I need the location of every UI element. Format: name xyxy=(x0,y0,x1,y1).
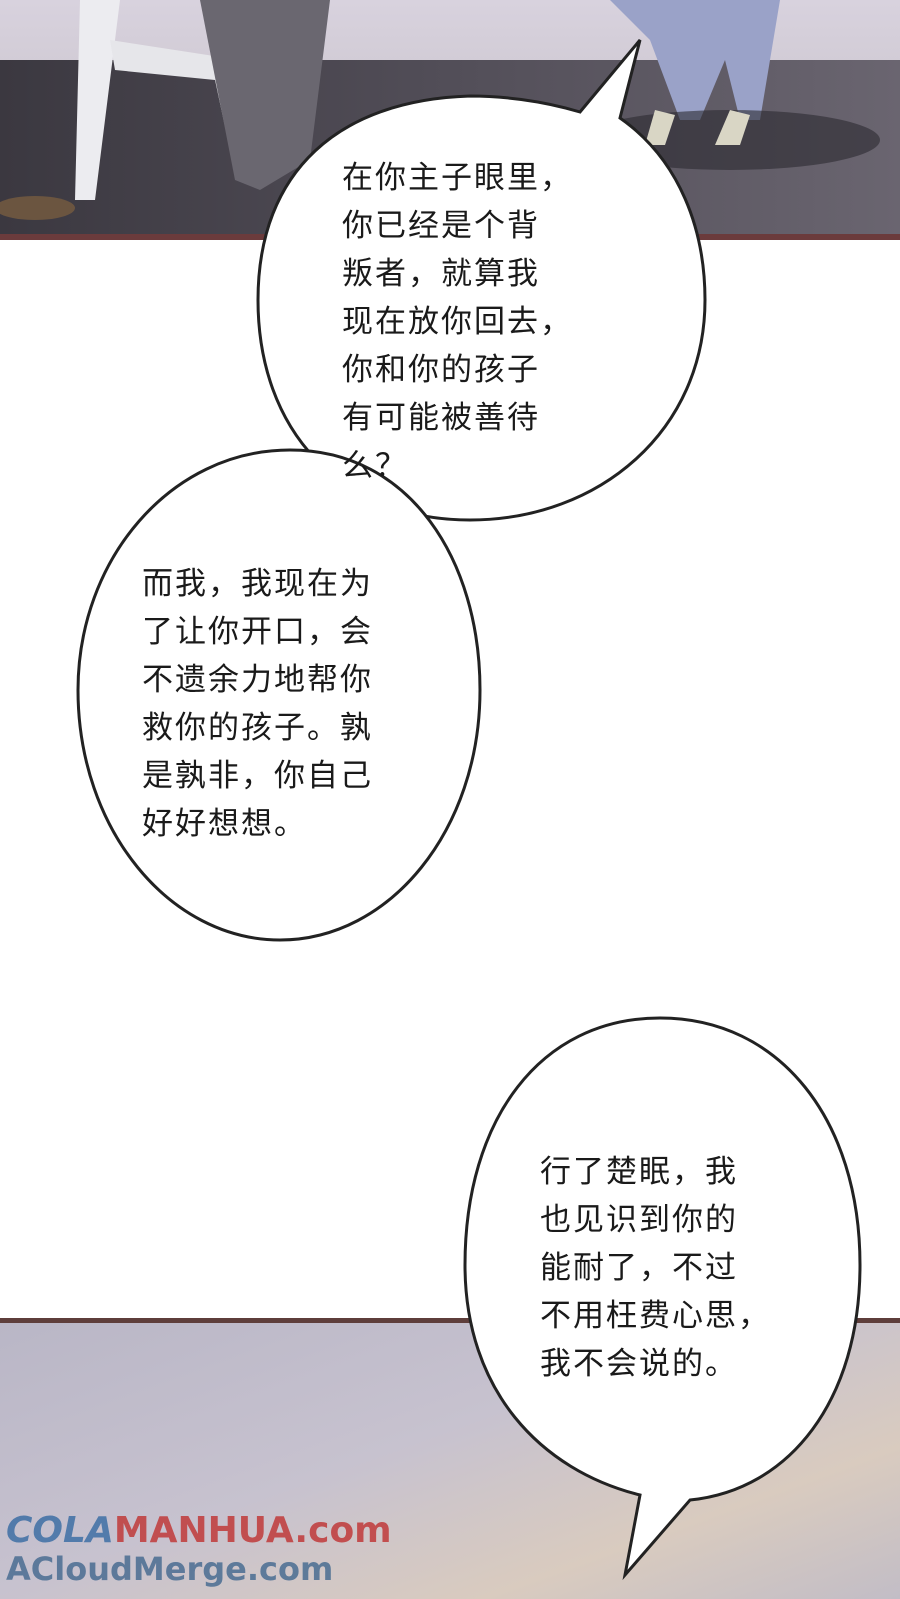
bubble-2-text: 而我，我现在为 了让你开口，会 不遗余力地帮你 救你的孩子。孰 是孰非，你自己 … xyxy=(142,566,373,842)
bubble-1-text: 在你主子眼里， 你已经是个背 叛者，就算我 现在放你回去， 你和你的孩子 有可能… xyxy=(342,160,573,484)
speech-bubble-3 xyxy=(463,1016,862,1581)
panel-border xyxy=(0,1318,900,1323)
bubble-3-text: 行了楚眠，我 也见识到你的 能耐了，不过 不用枉费心思， 我不会说的。 xyxy=(540,1154,771,1382)
watermark-colamanhua: COLAMANHUA.com xyxy=(6,1510,392,1551)
watermark-cola: COLA xyxy=(6,1510,114,1551)
speech-bubble-2 xyxy=(76,448,482,942)
watermark-manhua: MANHUA.com xyxy=(113,1510,392,1551)
watermark-acloudmerge: ACloudMerge.com xyxy=(6,1550,334,1588)
